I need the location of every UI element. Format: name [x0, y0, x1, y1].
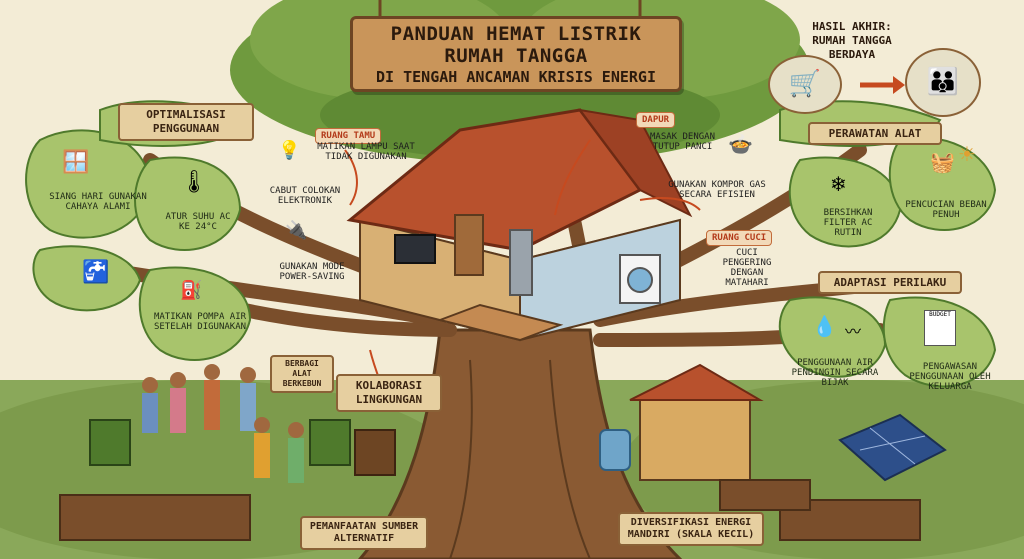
leaf-daylight	[25, 129, 152, 239]
leaf-text-budget: PENGAWASAN PENGGUNAAN OLEH KELUARGA	[909, 362, 991, 392]
leaf-cool-water	[778, 296, 887, 378]
title-line3: DI TENGAH ANCAMAN KRISIS ENERGI	[376, 68, 656, 86]
thermometer-icon: 🌡	[180, 170, 208, 195]
leaf-text-ac-temp: ATUR SUHU AC KE 24°C	[165, 212, 231, 232]
leaf-text-cool-water: PENGGUNAAN AIR PENDINGIN SECARA BIJAK	[791, 358, 879, 388]
tip-power-saving: GUNAKAN MODE POWER-SAVING	[279, 262, 345, 282]
room-tag-kitchen: DAPUR	[636, 112, 676, 128]
plug-icon: 🔌	[285, 220, 308, 241]
solar-panel	[838, 413, 947, 482]
sun-icon: ☀	[958, 142, 976, 166]
leaf-ac-filter	[788, 156, 902, 248]
leaf-laundry	[888, 136, 997, 231]
result-line3: BERDAYA	[828, 48, 876, 61]
result-caption: HASIL AKHIR: RUMAH TANGGA BERDAYA	[792, 20, 912, 62]
garden-sign-line1: BERBAGI	[285, 359, 319, 368]
community-people	[142, 364, 304, 483]
branch-label-optimization: OPTIMALISASI PENGGUNAAN	[118, 103, 254, 141]
garden-bed-left	[59, 494, 251, 541]
house-cutaway	[346, 108, 693, 342]
budget-sheet: BUDGET	[924, 310, 956, 346]
tip-unplug: CABUT COLOKAN ELEKTRONIK	[269, 186, 341, 206]
result-line1: HASIL AKHIR:	[812, 20, 892, 33]
room-tag-laundry: RUANG CUCI	[706, 230, 773, 246]
tip-lid: MASAK DENGAN TUTUP PANCI	[649, 132, 716, 152]
leaf-pump	[138, 266, 252, 361]
garden-sign: BERBAGI ALAT BERKEBUN	[270, 355, 334, 393]
garden-sign-line2: ALAT	[292, 369, 312, 378]
tip-stove: GUNAKAN KOMPOR GAS SECARA EFISIEN	[668, 180, 766, 200]
shopping-cart-icon: 🛒	[768, 55, 842, 114]
water-pump-icon: ⛽	[180, 280, 203, 301]
tip-sun-dry: CUCI PENGERING DENGAN MATAHARI	[722, 248, 772, 288]
tip-lamp: MATIKAN LAMPU SAAT TIDAK DIGUNAKAN	[317, 142, 415, 162]
garden-sign-line3: BERKEBUN	[282, 379, 322, 388]
window-icon: 🪟	[62, 150, 90, 175]
branch-label-behavior: ADAPTASI PERILAKU	[818, 271, 962, 294]
leaf-text-daylight: SIANG HARI GUNAKAN CAHAYA ALAMI	[49, 192, 147, 212]
light-bulb-icon: 💡	[278, 140, 301, 161]
title-line1: PANDUAN HEMAT LISTRIK	[390, 23, 642, 45]
air-conditioner-icon: ❄	[830, 172, 847, 196]
leaf-text-pump: MATIKAN POMPA AIR SETELAH DIGUNAKAN	[153, 312, 247, 332]
shed	[599, 363, 764, 481]
cooking-pot-icon: 🍲	[728, 132, 753, 156]
washing-machine-icon: 🧺	[930, 150, 955, 174]
branch-label-maintenance: PERAWATAN ALAT	[808, 122, 942, 145]
room-tag-living: RUANG TAMU	[315, 128, 382, 144]
branch-label-collaboration: KOLABORASI LINGKUNGAN	[336, 374, 442, 412]
leaf-text-laundry: PENCUCIAN BEBAN PENUH	[905, 200, 987, 220]
water-drop-icon: 💧	[812, 314, 837, 338]
family-icon: 👪	[905, 48, 981, 117]
branch-label-alternative: PEMANFAATAN SUMBER ALTERNATIF	[300, 516, 428, 550]
title-line2: RUMAH TANGGA	[444, 45, 588, 67]
budget-sheet-label: BUDGET	[929, 311, 951, 318]
leaf-ac	[134, 156, 242, 251]
leaf-water	[32, 245, 142, 312]
branch-label-diversification: DIVERSIFIKASI ENERGI MANDIRI (SKALA KECI…	[618, 512, 764, 546]
water-tap-icon: 🚰	[82, 260, 110, 285]
leaf-text-ac-filter: BERSIHKAN FILTER AC RUTIN	[823, 208, 873, 238]
result-line2: RUMAH TANGGA	[812, 34, 892, 47]
wind-icon: 〰	[845, 322, 862, 341]
title-sign: PANDUAN HEMAT LISTRIK RUMAH TANGGA DI TE…	[350, 16, 682, 92]
